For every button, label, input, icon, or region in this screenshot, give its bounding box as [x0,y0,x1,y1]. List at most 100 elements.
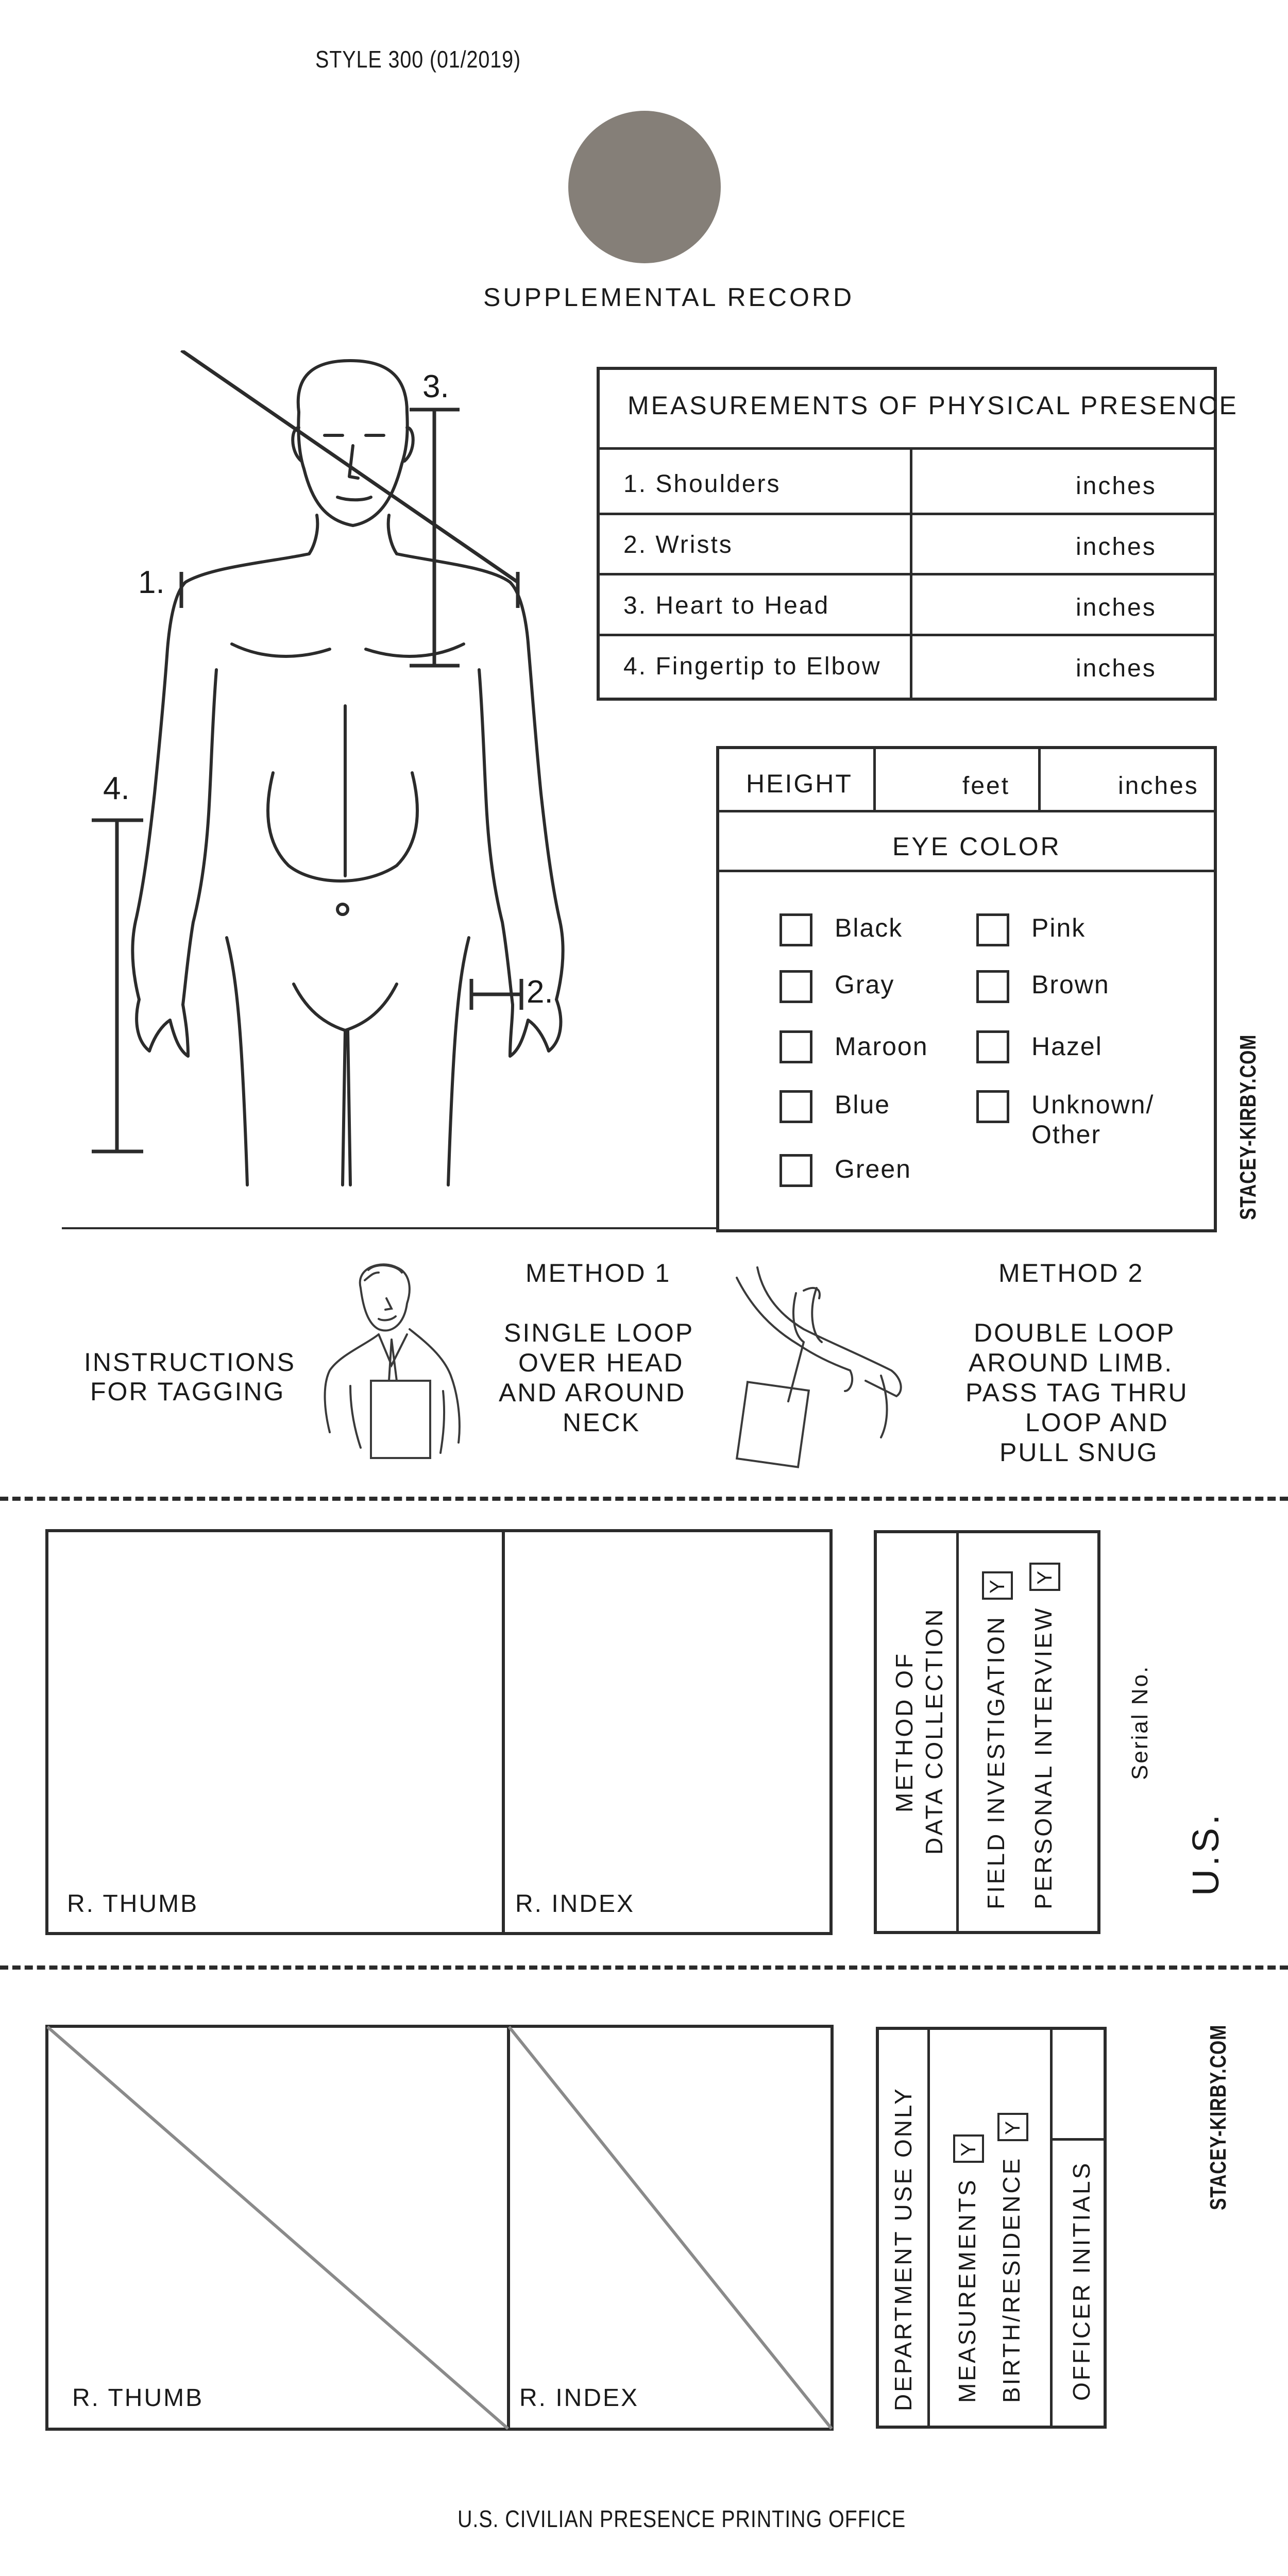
table-divider [910,447,912,701]
measurement-row-label: 4. Fingertip to Elbow [623,653,882,680]
instructions-line: FOR TAGGING [90,1377,285,1406]
figure-label-1: 1. [138,565,165,600]
option-label: Brown [1031,970,1110,999]
section-rule [62,1227,719,1229]
option-text: BIRTH/RESIDENCE [998,2156,1025,2403]
box-divider [927,2027,930,2429]
printing-office: U.S. CIVILIAN PRESENCE PRINTING OFFICE [457,2505,906,2532]
box-divider [1050,2138,1107,2141]
data-collection-box [874,1530,1100,1934]
method2-line: LOOP AND [1025,1408,1169,1437]
option-label: Pink [1031,913,1086,942]
option-label: Unknown/ [1031,1090,1155,1119]
print-area-thumb[interactable] [45,1529,505,1935]
option-label: Hazel [1031,1032,1103,1061]
department-title: DEPARTMENT USE ONLY [890,2087,917,2411]
measurement-row-unit[interactable]: inches [1076,594,1157,621]
style-code: STYLE 300 (01/2019) [315,46,521,73]
measurement-row-label: 2. Wrists [623,531,733,558]
department-use-box [876,2027,1107,2429]
checkbox-pink[interactable] [976,913,1009,946]
print-label: R. INDEX [515,1890,635,1918]
measurement-row-label: 1. Shoulders [623,470,781,498]
seal [568,111,721,263]
method2-line: DOUBLE LOOP [974,1318,1176,1347]
table-divider [597,513,1217,515]
country-label: U.S. [1185,1811,1227,1896]
figure-label-4: 4. [103,771,130,806]
yes-mark[interactable]: Y [982,1571,1013,1600]
checkbox-blue[interactable] [779,1090,812,1123]
print-area-index[interactable] [502,1529,833,1935]
height-inches-unit[interactable]: inches [1118,772,1199,800]
height-eye-panel [716,746,1217,1232]
department-option-birth-residence[interactable]: BIRTH/RESIDENCE Y [997,2112,1028,2403]
figure-label-3: 3. [422,369,449,404]
checkbox-green[interactable] [779,1154,812,1187]
table-divider [597,634,1217,636]
measurement-row-unit[interactable]: inches [1076,655,1157,682]
method2-line: PULL SNUG [999,1438,1159,1467]
height-feet-unit[interactable]: feet [962,772,1010,800]
collection-option-field[interactable]: FIELD INVESTIGATION Y [982,1571,1013,1909]
method2-line: PASS TAG THRU [965,1378,1189,1407]
figure-label-2: 2. [527,974,553,1010]
method1-title: METHOD 1 [526,1259,671,1287]
measurement-row-label: 3. Heart to Head [623,592,830,619]
side-credit: STACEY-KIRBY.COM [1235,1034,1261,1220]
method1-line: SINGLE LOOP [504,1318,694,1347]
measurements-table [597,367,1217,701]
option-label: Green [835,1155,911,1183]
method1-line: OVER HEAD [518,1348,684,1377]
print-label: R. INDEX [519,2384,639,2412]
yes-mark[interactable]: Y [997,2112,1028,2141]
panel-divider [1038,746,1041,811]
height-label: HEIGHT [746,769,853,798]
checkbox-brown[interactable] [976,970,1009,1003]
method2-title: METHOD 2 [998,1259,1144,1287]
option-label: Maroon [835,1032,928,1061]
yes-mark[interactable]: Y [1029,1562,1060,1591]
body-figure [92,350,565,1187]
method1-line: NECK [563,1408,640,1437]
box-divider [956,1530,959,1934]
checkbox-hazel[interactable] [976,1030,1009,1063]
option-text: PERSONAL INTERVIEW [1030,1606,1057,1909]
option-text: MEASUREMENTS [954,2178,980,2403]
option-label: Other [1031,1120,1101,1149]
panel-divider [716,810,1217,812]
print-label: R. THUMB [67,1890,199,1918]
print-area-index-void[interactable] [507,2025,834,2431]
method2-line: AROUND LIMB. [969,1348,1174,1377]
table-divider [597,447,1217,450]
perforation-line [0,1965,1288,1970]
checkbox-maroon[interactable] [779,1030,812,1063]
panel-divider [716,870,1217,872]
method1-illustration [324,1263,461,1459]
checkbox-black[interactable] [779,913,812,946]
collection-title: DATA COLLECTION [921,1607,947,1855]
collection-option-interview[interactable]: PERSONAL INTERVIEW Y [1029,1562,1060,1909]
eye-color-title: EYE COLOR [892,832,1061,861]
measurement-row-unit[interactable]: inches [1076,472,1157,500]
option-label: Gray [835,970,895,999]
option-label: Black [835,913,903,942]
checkbox-gray[interactable] [779,970,812,1003]
method1-line: AND AROUND [499,1378,686,1407]
collection-title: METHOD OF [891,1652,918,1812]
side-credit: STACEY-KIRBY.COM [1206,2024,1231,2210]
serial-number-label: Serial No. [1127,1665,1153,1780]
officer-initials-label: OFFICER INITIALS [1068,2161,1095,2401]
option-text: FIELD INVESTIGATION [982,1615,1009,1909]
method2-illustration [735,1266,902,1468]
department-option-measurements[interactable]: MEASUREMENTS Y [953,2134,984,2403]
measurements-title: MEASUREMENTS OF PHYSICAL PRESENCE [628,391,1239,420]
instructions-line: INSTRUCTIONS [84,1348,296,1377]
box-divider [1050,2027,1053,2429]
table-divider [597,573,1217,575]
print-label: R. THUMB [72,2384,204,2412]
checkbox-unknown-other[interactable] [976,1090,1009,1123]
measurement-row-unit[interactable]: inches [1076,533,1157,561]
yes-mark[interactable]: Y [953,2134,984,2163]
void-diagonals [46,2025,833,2430]
